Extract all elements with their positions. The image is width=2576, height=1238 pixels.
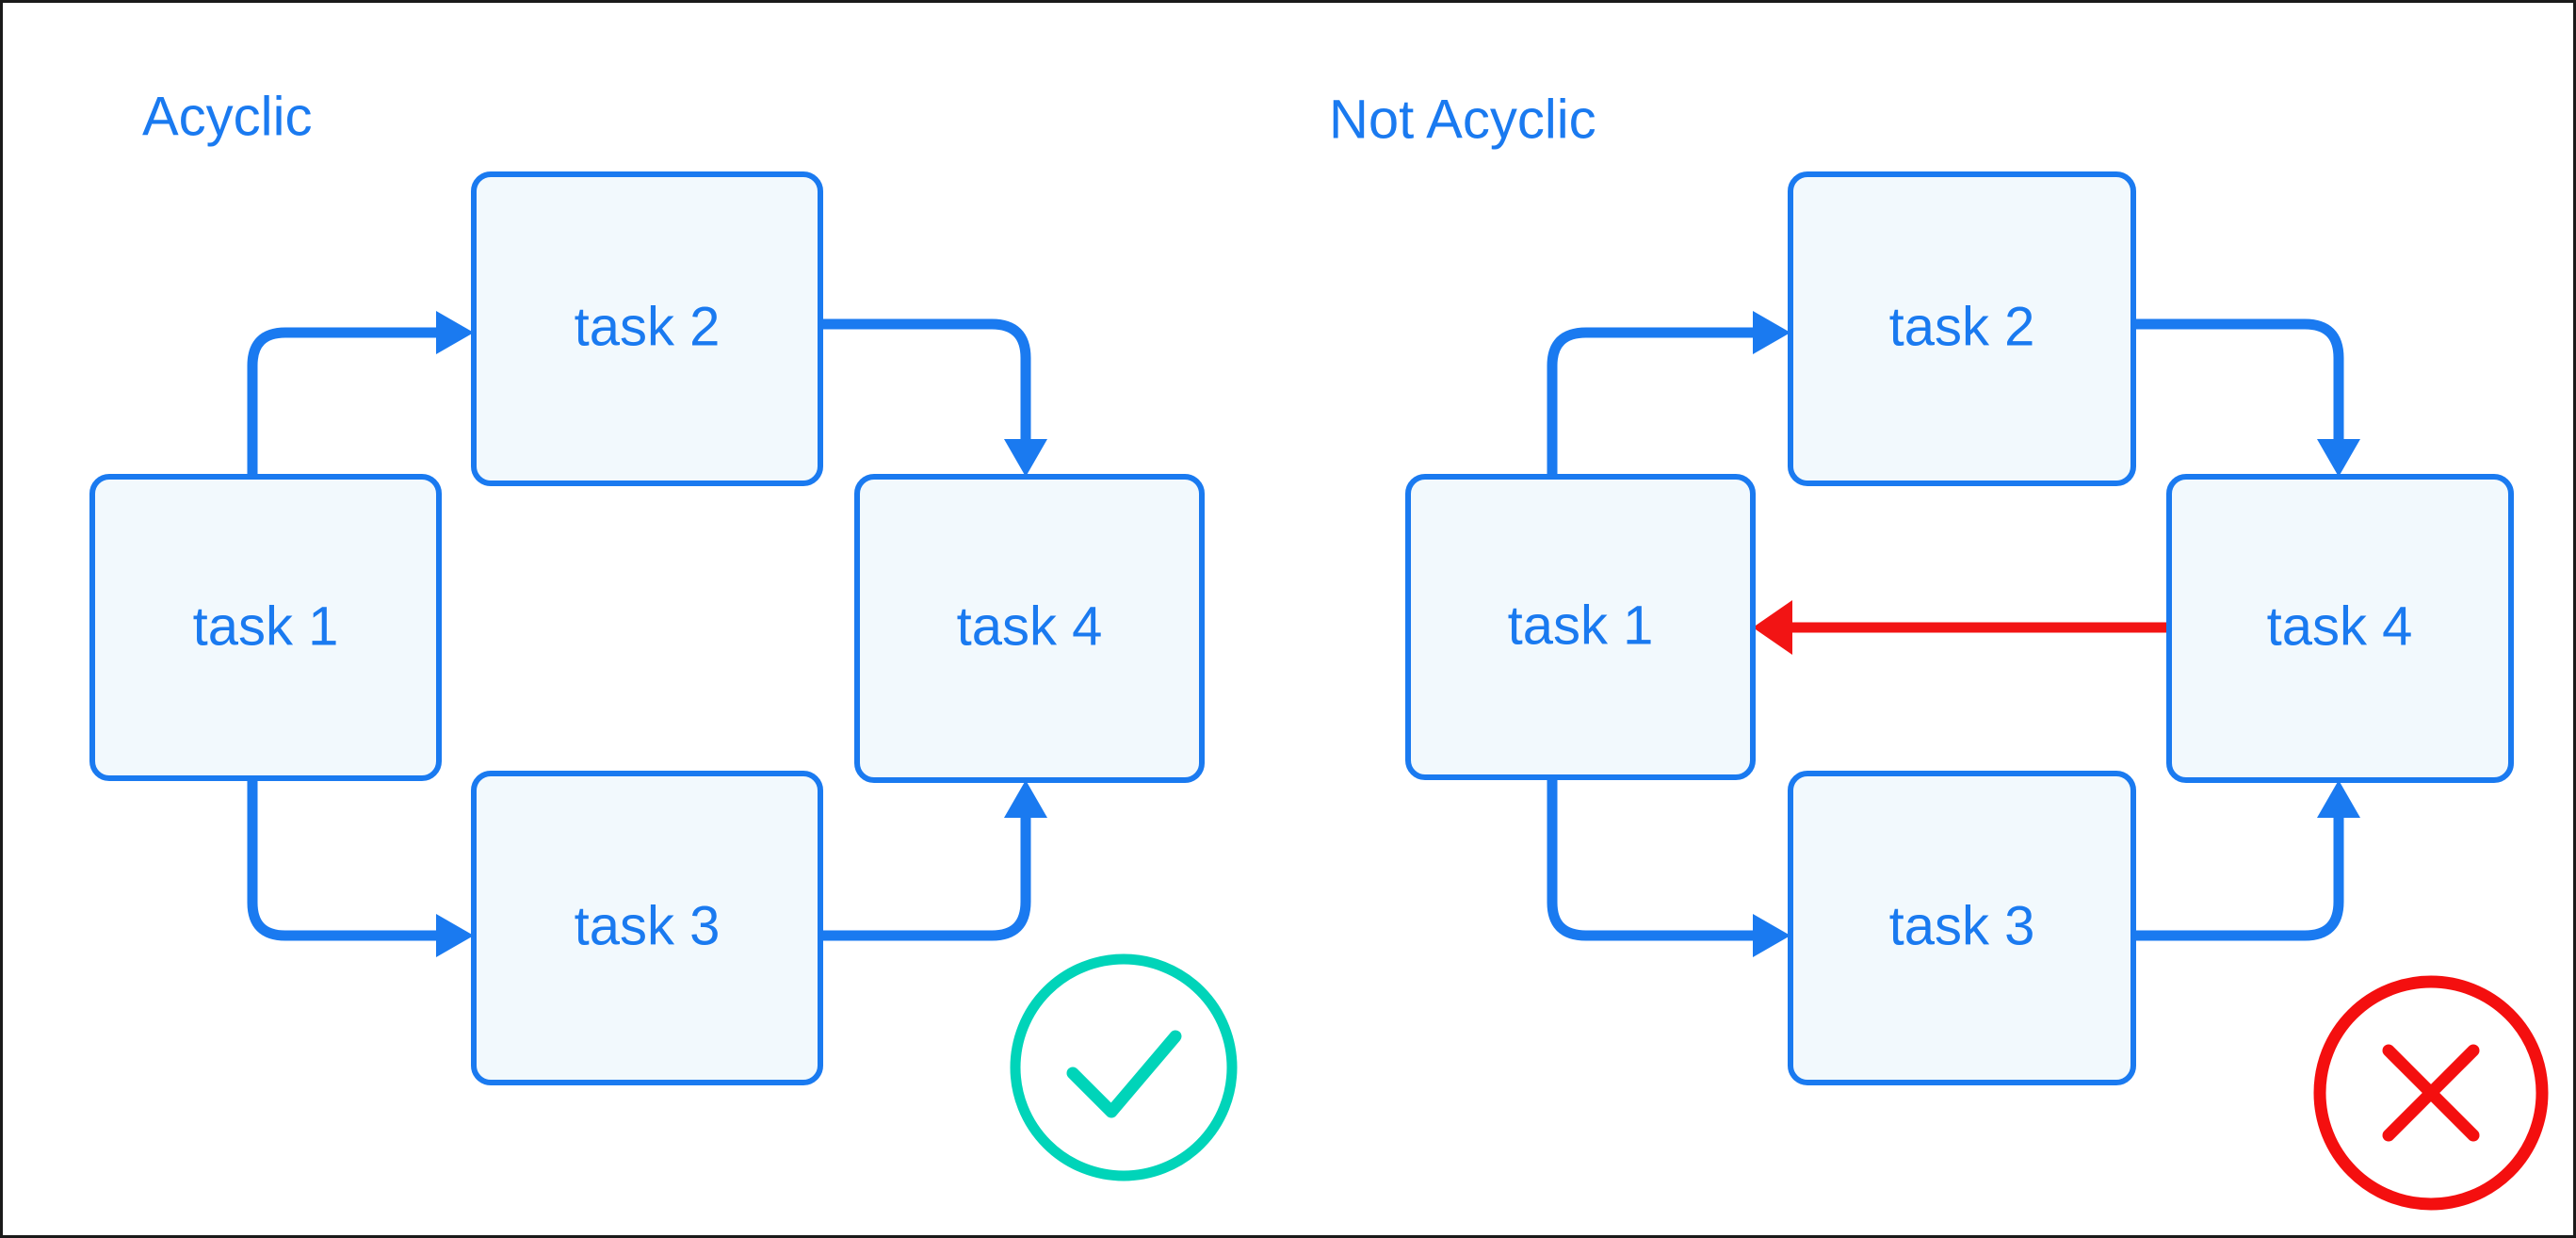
edge-task1-to-task2 — [247, 311, 474, 477]
arrowhead-icon — [1004, 439, 1047, 477]
edge-task1-to-task3 — [247, 778, 474, 957]
node-label-task3: task 3 — [575, 895, 721, 956]
arrowhead-icon — [1753, 311, 1790, 354]
arrowhead-icon — [1753, 600, 1792, 655]
edge-task1-to-task3 — [1547, 777, 1790, 957]
dag-comparison-diagram: Acyclic — [89, 86, 2549, 1211]
arrowhead-icon — [1753, 914, 1790, 957]
arrowhead-icon — [436, 914, 474, 957]
x-circle-icon — [2313, 975, 2549, 1211]
node-task2[interactable]: task 2 — [1788, 171, 2136, 486]
node-task4[interactable]: task 4 — [2166, 474, 2514, 783]
panel-title-not-acyclic: Not Acyclic — [1329, 89, 1596, 150]
node-label-task1: task 1 — [1508, 595, 1654, 656]
edge-task3-to-task4 — [820, 780, 1047, 941]
arrowhead-icon — [2317, 780, 2360, 818]
node-task1[interactable]: task 1 — [89, 474, 442, 781]
node-task3[interactable]: task 3 — [471, 771, 823, 1085]
edge-task3-to-task4 — [2133, 780, 2360, 941]
panel-acyclic: Acyclic — [89, 86, 1238, 1181]
node-label-task4: task 4 — [2267, 595, 2413, 657]
arrowhead-icon — [436, 311, 474, 354]
panel-not-acyclic: Not Acyclic — [1329, 89, 2549, 1211]
node-label-task4: task 4 — [957, 595, 1103, 657]
node-label-task1: task 1 — [193, 595, 339, 657]
node-task4[interactable]: task 4 — [854, 474, 1205, 783]
node-task3[interactable]: task 3 — [1788, 771, 2136, 1085]
node-task1[interactable]: task 1 — [1405, 474, 1756, 780]
edge-task4-to-task1-cycle — [1753, 600, 2169, 655]
node-label-task3: task 3 — [1889, 895, 2035, 956]
edge-task1-to-task2 — [1547, 311, 1790, 477]
panel-title-acyclic: Acyclic — [142, 86, 312, 147]
arrowhead-icon — [2317, 439, 2360, 477]
node-label-task2: task 2 — [575, 296, 721, 357]
node-label-task2: task 2 — [1889, 296, 2035, 357]
edge-task2-to-task4 — [820, 318, 1047, 477]
node-task2[interactable]: task 2 — [471, 171, 823, 486]
check-circle-icon — [1010, 953, 1238, 1181]
edge-task2-to-task4 — [2133, 318, 2360, 477]
arrowhead-icon — [1004, 780, 1047, 818]
